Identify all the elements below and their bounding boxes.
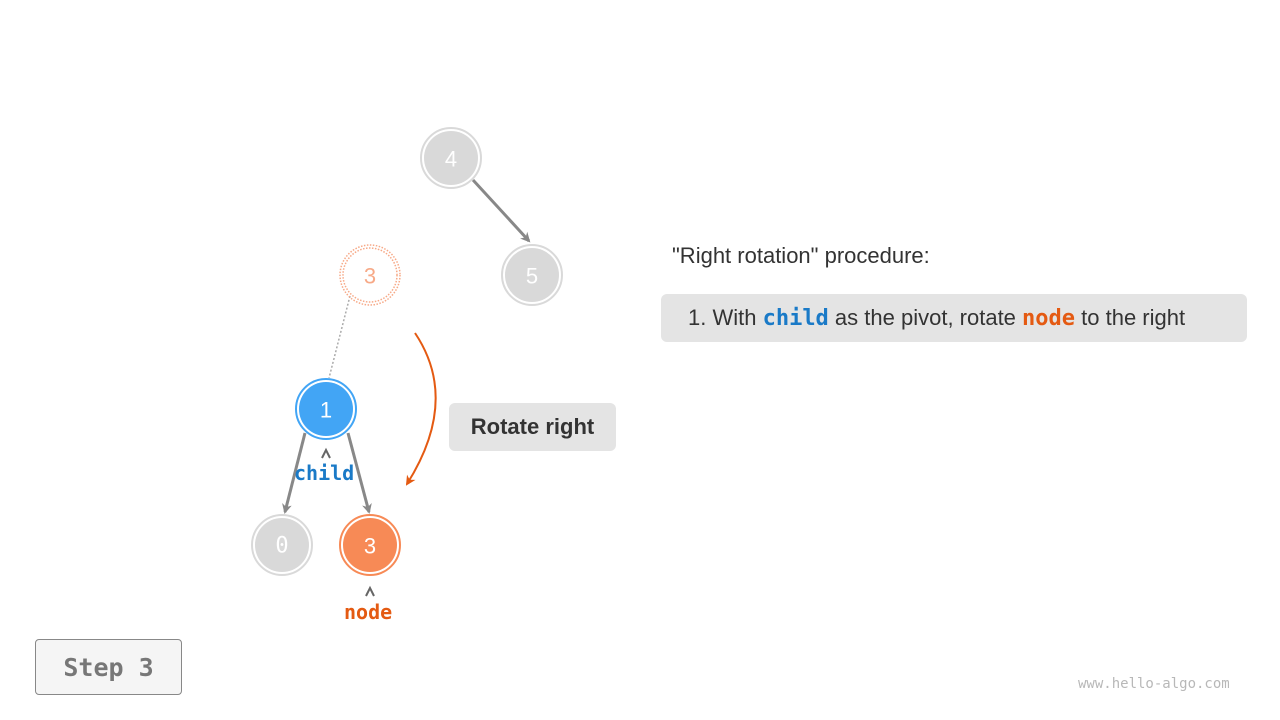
tree-node-1: 1 bbox=[295, 378, 357, 440]
svg-text:4: 4 bbox=[445, 147, 457, 172]
tree-node-3-ghost: 3 bbox=[339, 244, 401, 306]
edge-ghost-3-1 bbox=[328, 295, 351, 379]
svg-text:3: 3 bbox=[364, 264, 376, 289]
edge-1-0 bbox=[282, 432, 307, 514]
tree-node-3: 3 bbox=[339, 514, 401, 576]
site-watermark: www.hello-algo.com bbox=[1078, 676, 1230, 692]
step-prefix: 1. With bbox=[688, 305, 763, 330]
procedure-title: "Right rotation" procedure: bbox=[672, 243, 930, 268]
step-keyword-node: node bbox=[1022, 305, 1076, 331]
rotate-right-label: Rotate right bbox=[449, 403, 616, 451]
child-pointer-label: child bbox=[294, 461, 355, 485]
svg-text:1: 1 bbox=[320, 398, 332, 423]
svg-text:0: 0 bbox=[275, 534, 288, 559]
node-pointer-label: node bbox=[344, 600, 393, 624]
procedure-step-1: 1. With child as the pivot, rotate node … bbox=[661, 294, 1247, 342]
step-suffix: to the right bbox=[1075, 305, 1186, 330]
rotate-arrow bbox=[405, 332, 437, 486]
node-pointer-caret-icon bbox=[365, 585, 375, 597]
svg-text:3: 3 bbox=[364, 534, 376, 559]
tree-node-5: 5 bbox=[501, 244, 563, 306]
tree-node-0: 0 bbox=[251, 514, 313, 576]
edge-4-5 bbox=[471, 178, 531, 243]
step-mid: as the pivot, rotate bbox=[828, 305, 1023, 330]
tree-node-4: 4 bbox=[420, 127, 482, 189]
step-keyword-child: child bbox=[762, 305, 829, 331]
step-badge: Step 3 bbox=[35, 639, 182, 695]
child-pointer-caret-icon bbox=[321, 447, 331, 459]
edge-1-3 bbox=[346, 432, 372, 514]
svg-text:5: 5 bbox=[526, 264, 538, 289]
